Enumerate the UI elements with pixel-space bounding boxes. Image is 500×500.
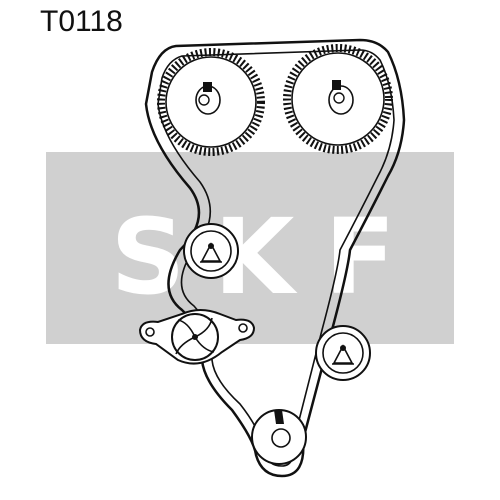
sprocket-hub [328,85,354,115]
logo-letter-f: F [324,196,395,318]
pulley-bracket [332,344,354,364]
idler-pulley-right [315,325,371,381]
sprocket-bolt [333,92,345,104]
sprocket-key [332,80,341,90]
crankshaft-sprocket [251,409,307,465]
idler-pulley-upper [183,223,239,279]
camshaft-sprocket-right [283,44,393,154]
camshaft-sprocket-left [157,48,265,156]
pulley-rim [322,332,364,374]
crank-hub [271,428,291,448]
skf-logo-watermark: S K F [46,152,454,344]
logo-letter-s: S [111,196,186,318]
belt-outer-edge [144,38,406,478]
tensioner-hub [192,334,198,340]
sprocket-bolt [198,94,210,106]
bracket-hole-left [145,327,155,337]
crank-key [274,410,284,424]
sprocket-key [203,82,212,92]
tensioner-pulley [138,309,256,365]
sprocket-teeth-ring [283,44,393,154]
sprocket-rim [291,52,385,146]
bracket-hole-right [238,323,248,333]
pulley-rim [190,230,232,272]
sprocket-teeth-ring [157,48,265,156]
pulley-bracket [200,242,222,262]
logo-band [46,152,454,344]
sprocket-rim [165,56,257,148]
tensioner-spiral-spokes [175,317,215,355]
part-code: T0118 [40,5,123,38]
